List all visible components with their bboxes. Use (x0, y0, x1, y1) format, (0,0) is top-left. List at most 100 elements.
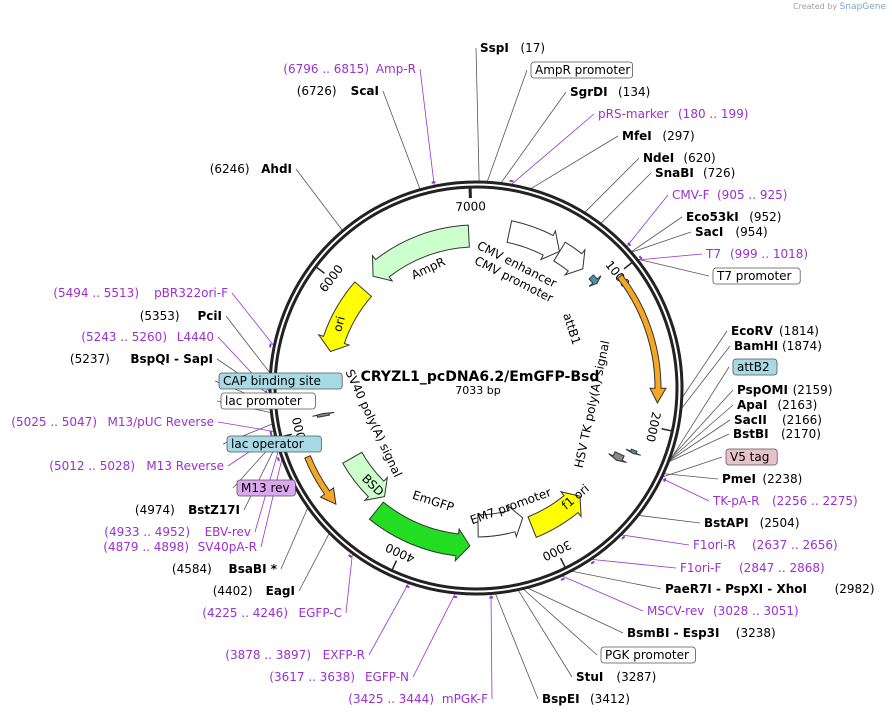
label-name: Eco53kI (686, 210, 739, 224)
feature-label-hsv-tk-poly-a-signal: HSV TK poly(A) signal (572, 339, 613, 469)
primer-mark (509, 179, 514, 183)
primer-mark (431, 180, 436, 184)
label-apai: ApaI(2163) (737, 398, 817, 412)
label-egfp-c: EGFP-C (4225 .. 4246) (202, 606, 342, 620)
label-tk-pa-r: TK-pA-R(2256 .. 2275) (712, 494, 858, 508)
label-t7: T7(999 .. 1018) (705, 247, 808, 261)
feature-box-text: PGK promoter (605, 648, 689, 662)
label-name: SnaBI (655, 166, 694, 180)
label-name: T7 (705, 247, 721, 261)
label-position: (4879 .. 4898) (103, 540, 189, 554)
label-amp-r: Amp-R(6796 .. 6815) (283, 62, 416, 76)
primer-mark (269, 430, 273, 435)
feature-box-text: M13 rev (241, 481, 290, 495)
credit-prefix: Created by (793, 2, 838, 11)
leader-line (637, 253, 703, 261)
label-position: (2238) (762, 472, 802, 486)
label-scai: ScaI(6726) (297, 84, 379, 98)
label-name: BstBI (733, 427, 769, 441)
primer-mark (627, 242, 632, 247)
label-m13-puc-reverse: M13/pUC Reverse(5025 .. 5047) (11, 415, 214, 429)
leader-line (225, 315, 271, 374)
feature-box (226, 435, 322, 453)
label-sspi: SspI(17) (480, 41, 545, 55)
tick-mark (623, 261, 634, 270)
feature-box-text: T7 promoter (716, 269, 792, 283)
label-mscv-rev: MSCV-rev (3028 .. 3051) (647, 604, 799, 618)
label-position: (5237) (70, 352, 110, 366)
label-position: (2163) (777, 398, 817, 412)
feature-ampr (371, 224, 470, 282)
label-prs-marker: pRS-marker(180 .. 199) (598, 107, 748, 121)
label-ecorv: EcoRV(1814) (731, 324, 819, 338)
label-name: StuI (576, 670, 603, 684)
label-name: EXFP-R (323, 648, 365, 662)
label-ampr-promoter: AmpR promoter (530, 61, 633, 79)
leader-line (494, 592, 539, 700)
label-position: (4225 .. 4246) (202, 606, 288, 620)
label-position: (1814) (779, 324, 819, 338)
label-name: ScaI (351, 84, 379, 98)
label-l4440: L4440(5243 .. 5260) (81, 330, 214, 344)
label-position: (2159) (793, 383, 833, 397)
label-position: (5025 .. 5047) (11, 415, 97, 429)
feature-label-attb1: attB1 (560, 311, 583, 346)
leader-line (668, 389, 734, 461)
label-eagi: EagI(4402) (213, 584, 295, 598)
feature-cmv-promoter (553, 241, 586, 276)
feature-box (725, 448, 778, 466)
label-name: MSCV-rev (647, 604, 704, 618)
label-eco53ki: Eco53kI(952) (686, 210, 781, 224)
label-name: SgrDI (570, 85, 608, 99)
leader-line (668, 419, 731, 462)
label-saci: SacI(954) (695, 225, 768, 239)
label-name: F1ori-F (680, 561, 721, 575)
leader-line (560, 575, 644, 612)
leader-line (630, 216, 683, 253)
label-name: EGFP-C (299, 606, 342, 620)
leader-line (295, 168, 344, 232)
feature-box (732, 358, 778, 376)
label-bstz17i: BstZ17I(4974) (135, 503, 240, 517)
leader-line (663, 473, 719, 480)
label-position: (3412) (590, 692, 630, 706)
snapgene-logo: SnapGene (839, 2, 886, 12)
label-name: PmeI (722, 472, 756, 486)
label-name: BamHI (734, 339, 778, 353)
tick-label: 6000 (316, 262, 346, 295)
label-position: (905 .. 925) (717, 188, 787, 202)
tick-label: 3000 (540, 537, 574, 563)
primer-mark (268, 343, 272, 348)
label-name: mPGK-F (442, 692, 488, 706)
label-name: EagI (266, 584, 295, 598)
label-paer7i-pspxi-xhoi: PaeR7I - PspXI - XhoI (2982) (665, 582, 875, 596)
label-position: (2982) (835, 582, 875, 596)
leader-line (500, 91, 567, 184)
label-name: F1ori-R (693, 538, 736, 552)
label-snabi: SnaBI(726) (655, 166, 735, 180)
primer-mark (348, 554, 353, 559)
label-stui: StuI(3287) (576, 670, 656, 684)
label-lac-promoter: lac promoter (220, 392, 316, 410)
label-name: PaeR7I - PspXI - XhoI (665, 582, 807, 596)
primer-mark (560, 577, 565, 581)
label-position: (3028 .. 3051) (713, 604, 799, 618)
label-sacii: SacII(2166) (734, 413, 822, 427)
label-name: EGFP-N (365, 670, 409, 684)
label-name: SacII (734, 413, 767, 427)
label-cmv-f: CMV-F(905 .. 925) (672, 188, 787, 202)
label-position: (134) (618, 85, 650, 99)
label-ebv-rev: EBV-rev(4933 .. 4952) (104, 525, 251, 539)
leader-line (231, 292, 275, 347)
label-name: BsmBI - Esp3I (627, 626, 719, 640)
primer-mark (663, 477, 667, 482)
label-name: BspEI (542, 692, 580, 706)
label-name: BspQI - SapI (130, 352, 213, 366)
label-mpgk-f: mPGK-F (3425 .. 3444) (348, 692, 488, 706)
label-pspomi: PspOMI(2159) (737, 383, 833, 397)
label-position: (3425 .. 3444) (348, 692, 434, 706)
feature-box (236, 479, 296, 497)
primer-mark (638, 255, 643, 260)
leader-line (600, 172, 652, 225)
